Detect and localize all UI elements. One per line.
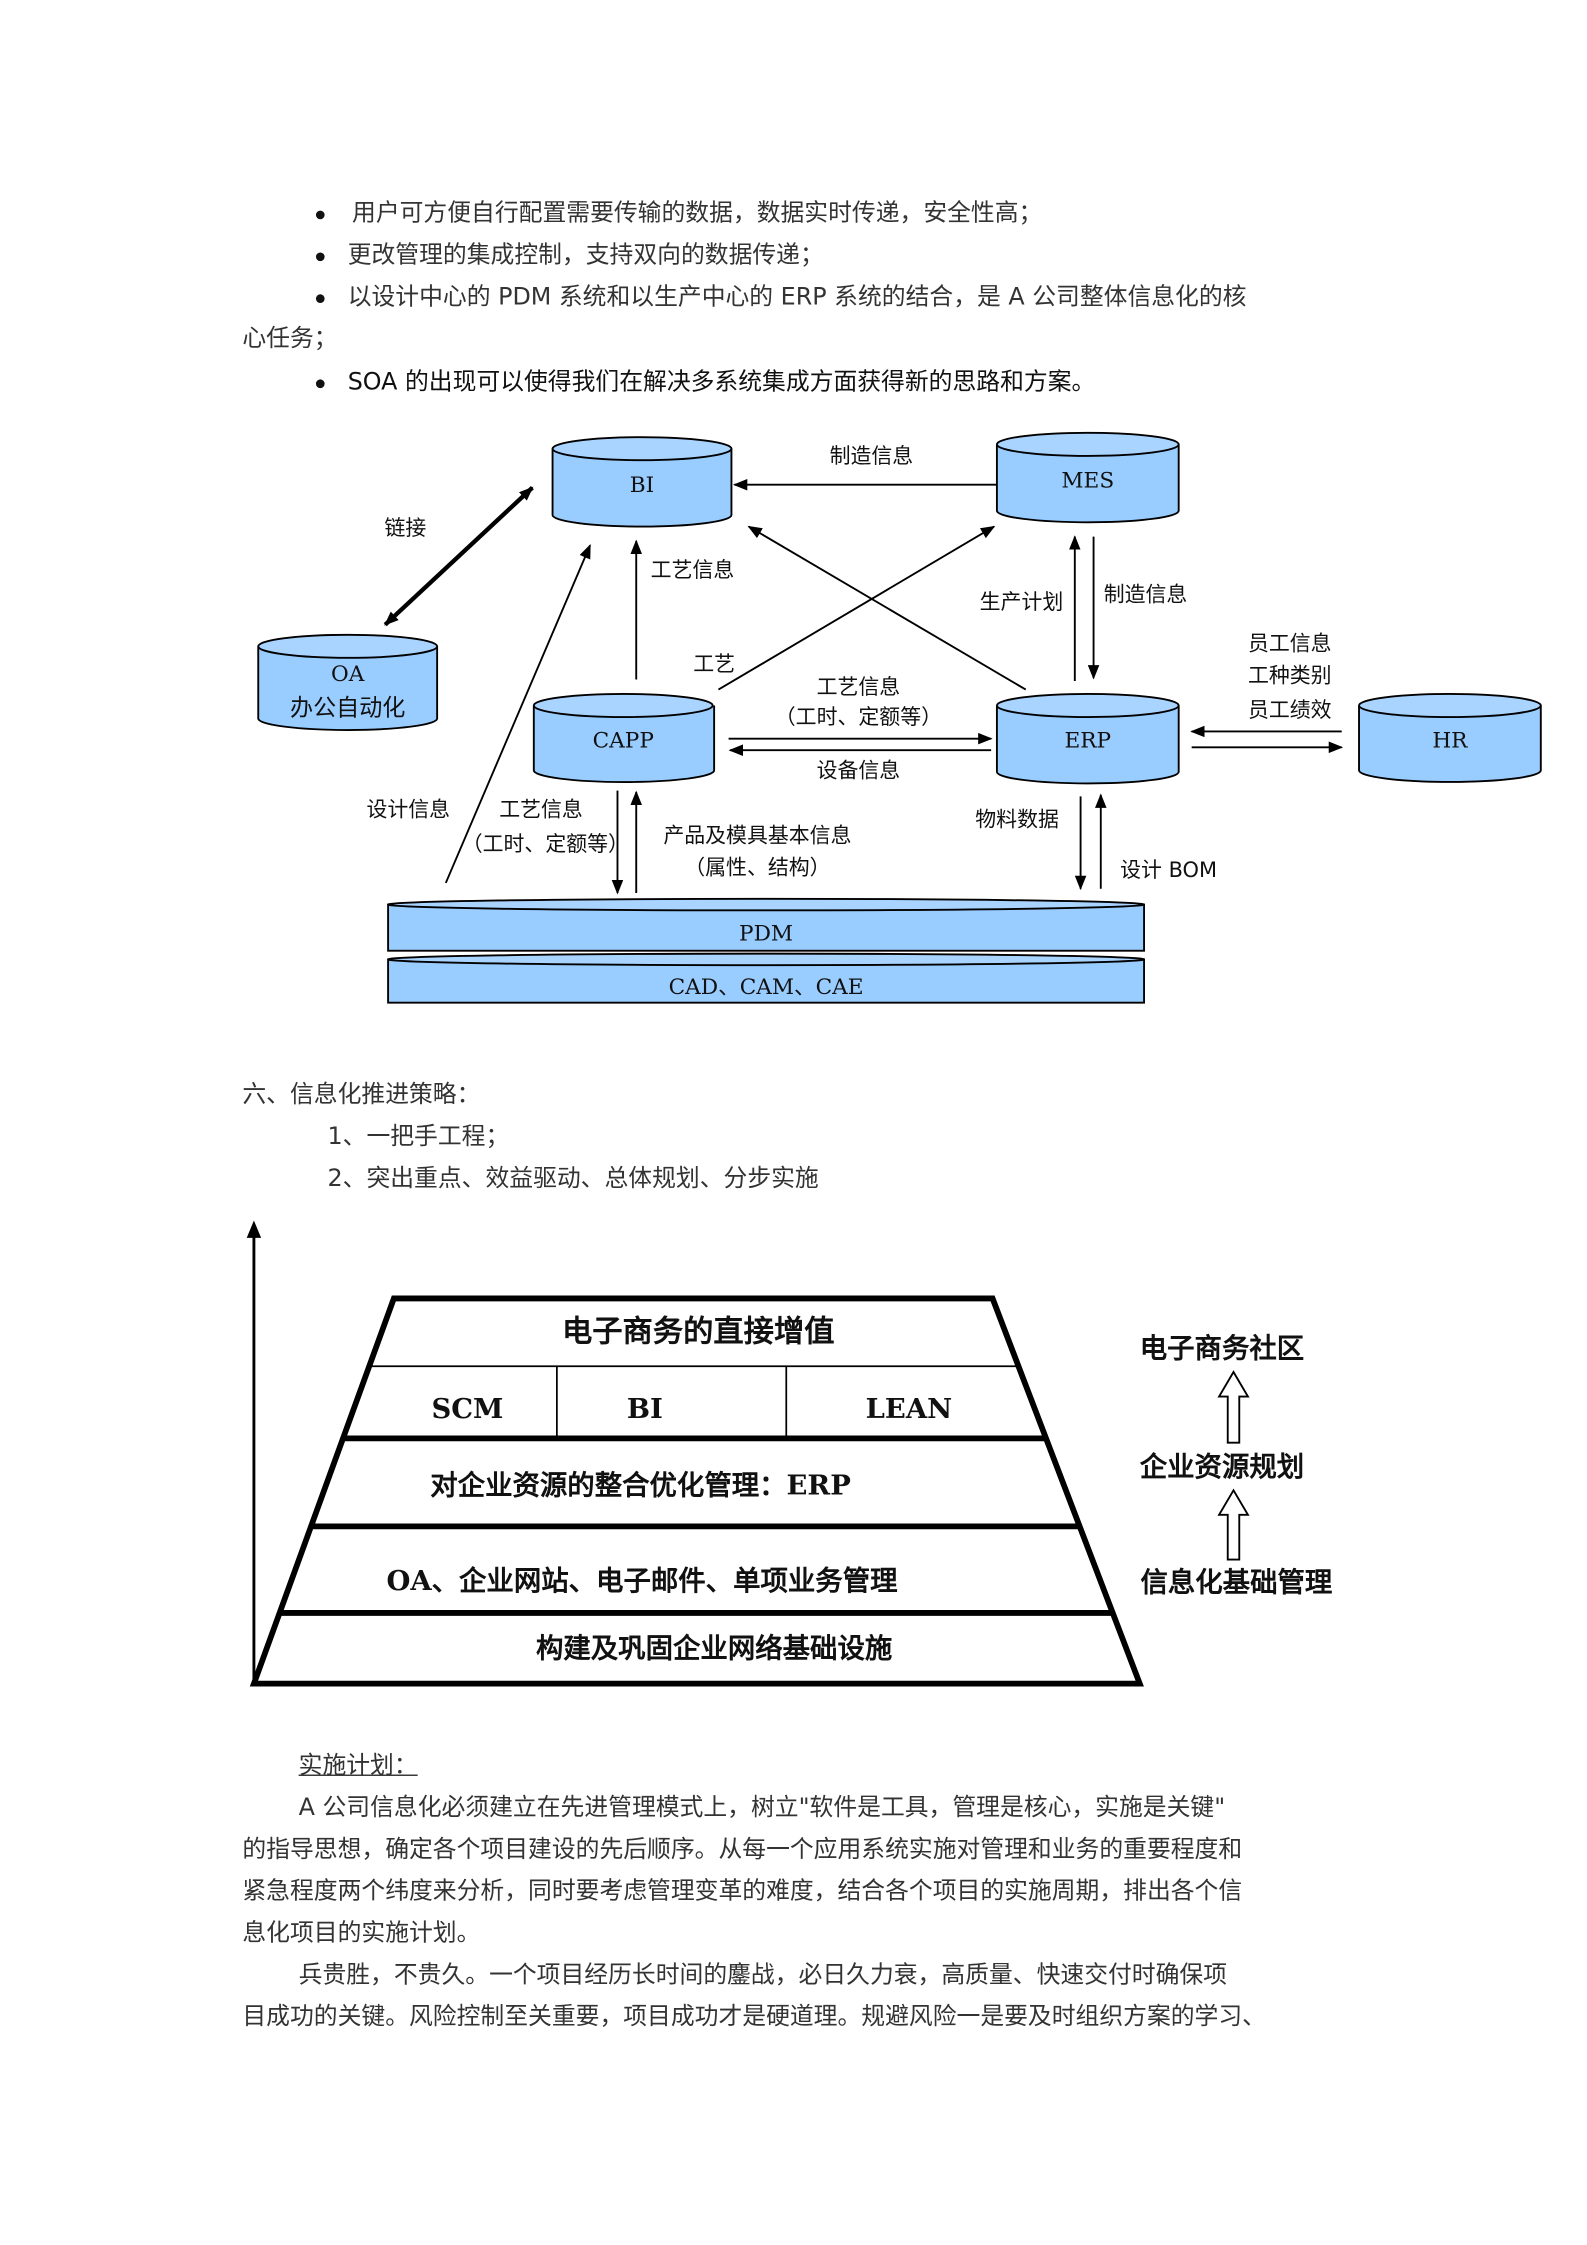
hollow-up-arrow-icon — [1217, 1370, 1250, 1444]
edge-label: 制造信息 — [830, 444, 914, 468]
arrow-erp-to-bi — [747, 525, 1027, 691]
bullet-icon — [315, 379, 325, 389]
paragraph-line: 紧急程度两个纬度来分析，同时要考虑管理变革的难度，结合各个项目的实施周期，排出各… — [242, 1876, 1243, 1905]
section-heading: 六、信息化推进策略： — [242, 1080, 481, 1108]
node-erp: ERP — [1064, 728, 1111, 753]
stage-label: 电子商务社区 — [1140, 1333, 1304, 1365]
bullet-icon — [315, 210, 325, 220]
pyramid-outline — [249, 1295, 1144, 1687]
node-cad: CAD、CAM、CAE — [669, 975, 864, 1000]
cylinder-pdm — [387, 897, 1145, 952]
edge-label: 工艺信息 — [817, 675, 901, 699]
layer-app-bi: BI — [627, 1393, 663, 1425]
bullet-text-continuation: 心任务； — [242, 324, 338, 353]
architecture-diagram — [257, 431, 1542, 1004]
edge-label: 产品及模具基本信息 — [663, 824, 851, 848]
layer-app-lean: LEAN — [866, 1393, 952, 1425]
bullet-text: 用户可方便自行配置需要传输的数据，数据实时传递，安全性高； — [352, 199, 1043, 227]
edge-label: 工艺信息 — [651, 558, 735, 582]
axis-arrow-icon — [246, 1220, 262, 1238]
diagram-node-labels: BI MES OA 办公自动化 CAPP ERP HR PDM CAD、CAM、… — [290, 469, 1468, 1000]
pyramid-labels: 电子商务的直接增值 SCM BI LEAN 对企业资源的整合优化管理：ERP O… — [386, 1315, 1332, 1665]
pyramid-diagram — [246, 1220, 1250, 1687]
node-pdm: PDM — [739, 922, 793, 947]
bullet-icon — [315, 252, 325, 262]
edge-label: 设计 BOM — [1120, 858, 1217, 882]
paragraph-line: 兵贵胜，不贵久。一个项目经历长时间的鏖战，必日久力衰，高质量、快速交付时确保项 — [298, 1960, 1228, 1989]
cylinder-capp — [532, 693, 716, 783]
node-capp: CAPP — [593, 728, 654, 753]
node-oa-subtitle: 办公自动化 — [290, 696, 405, 722]
stage-label: 企业资源规划 — [1140, 1451, 1304, 1483]
layer-ecommerce: 电子商务的直接增值 — [562, 1315, 835, 1350]
edge-label: 设备信息 — [817, 759, 901, 783]
paragraph-line: 息化项目的实施计划。 — [242, 1918, 481, 1947]
paragraph-line: A 公司信息化必须建立在先进管理模式上，树立"软件是工具，管理是核心，实施是关键… — [298, 1793, 1226, 1821]
edge-label: （工时、定额等） — [775, 705, 942, 729]
edge-label: 生产计划 — [980, 590, 1064, 614]
edge-label: 物料数据 — [975, 808, 1059, 832]
node-hr: HR — [1432, 728, 1468, 753]
stage-label: 信息化基础管理 — [1140, 1566, 1332, 1598]
node-mes: MES — [1061, 469, 1114, 494]
arrow-capp-to-mes — [717, 525, 996, 691]
node-oa: OA — [331, 662, 365, 687]
diagram-edge-labels: 制造信息 链接 工艺信息 生产计划 制造信息 员工信息 工种类别 员工绩效 工艺… — [366, 444, 1331, 882]
layer-app-scm: SCM — [431, 1393, 503, 1425]
plan-heading: 实施计划： — [298, 1751, 418, 1779]
bullet-text: 以设计中心的 PDM 系统和以生产中心的 ERP 系统的结合，是 A 公司整体信… — [347, 282, 1247, 311]
arrow-oa-bi-link — [383, 486, 534, 627]
bullet-icon — [315, 294, 325, 303]
edge-label: （属性、结构） — [684, 855, 830, 879]
edge-label: 工种类别 — [1248, 663, 1332, 687]
edge-label: 设计信息 — [366, 798, 450, 822]
edge-label: （工时、定额等） — [462, 832, 629, 856]
arrow-pdm-to-bi — [444, 544, 591, 884]
paragraph-line: 目成功的关键。风险控制至关重要，项目成功才是硬道理。规避风险一是要及时组织方案的… — [242, 2002, 1266, 2030]
cylinder-cad — [387, 952, 1145, 1004]
edge-label: 员工信息 — [1248, 632, 1332, 656]
node-bi: BI — [630, 473, 654, 498]
edge-label: 工艺 — [693, 652, 735, 676]
edge-label: 员工绩效 — [1248, 698, 1332, 722]
cylinder-erp — [995, 693, 1180, 785]
layer-erp: 对企业资源的整合优化管理：ERP — [430, 1470, 851, 1502]
cylinder-bi — [551, 436, 733, 528]
layer-infrastructure: 构建及巩固企业网络基础设施 — [536, 1633, 892, 1665]
paragraph-line: 的指导思想，确定各个项目建设的先后顺序。从每一个应用系统实施对管理和业务的重要程… — [242, 1835, 1243, 1863]
cylinder-mes — [995, 431, 1180, 524]
edge-label: 链接 — [384, 516, 426, 540]
strategy-item: 2、突出重点、效益驱动、总体规划、分步实施 — [327, 1164, 819, 1192]
bullet-text: 更改管理的集成控制，支持双向的数据传递； — [347, 240, 824, 269]
layer-basic: OA、企业网站、电子邮件、单项业务管理 — [386, 1565, 897, 1597]
hollow-up-arrow-icon — [1217, 1488, 1250, 1561]
edge-label: 工艺信息 — [499, 798, 583, 822]
bullet-text: SOA 的出现可以使得我们在解决多系统集成方面获得新的思路和方案。 — [347, 367, 1096, 396]
cylinder-oa — [257, 633, 439, 731]
strategy-item: 1、一把手工程； — [327, 1122, 510, 1150]
edge-label: 制造信息 — [1104, 583, 1188, 607]
cylinder-hr — [1358, 693, 1542, 783]
